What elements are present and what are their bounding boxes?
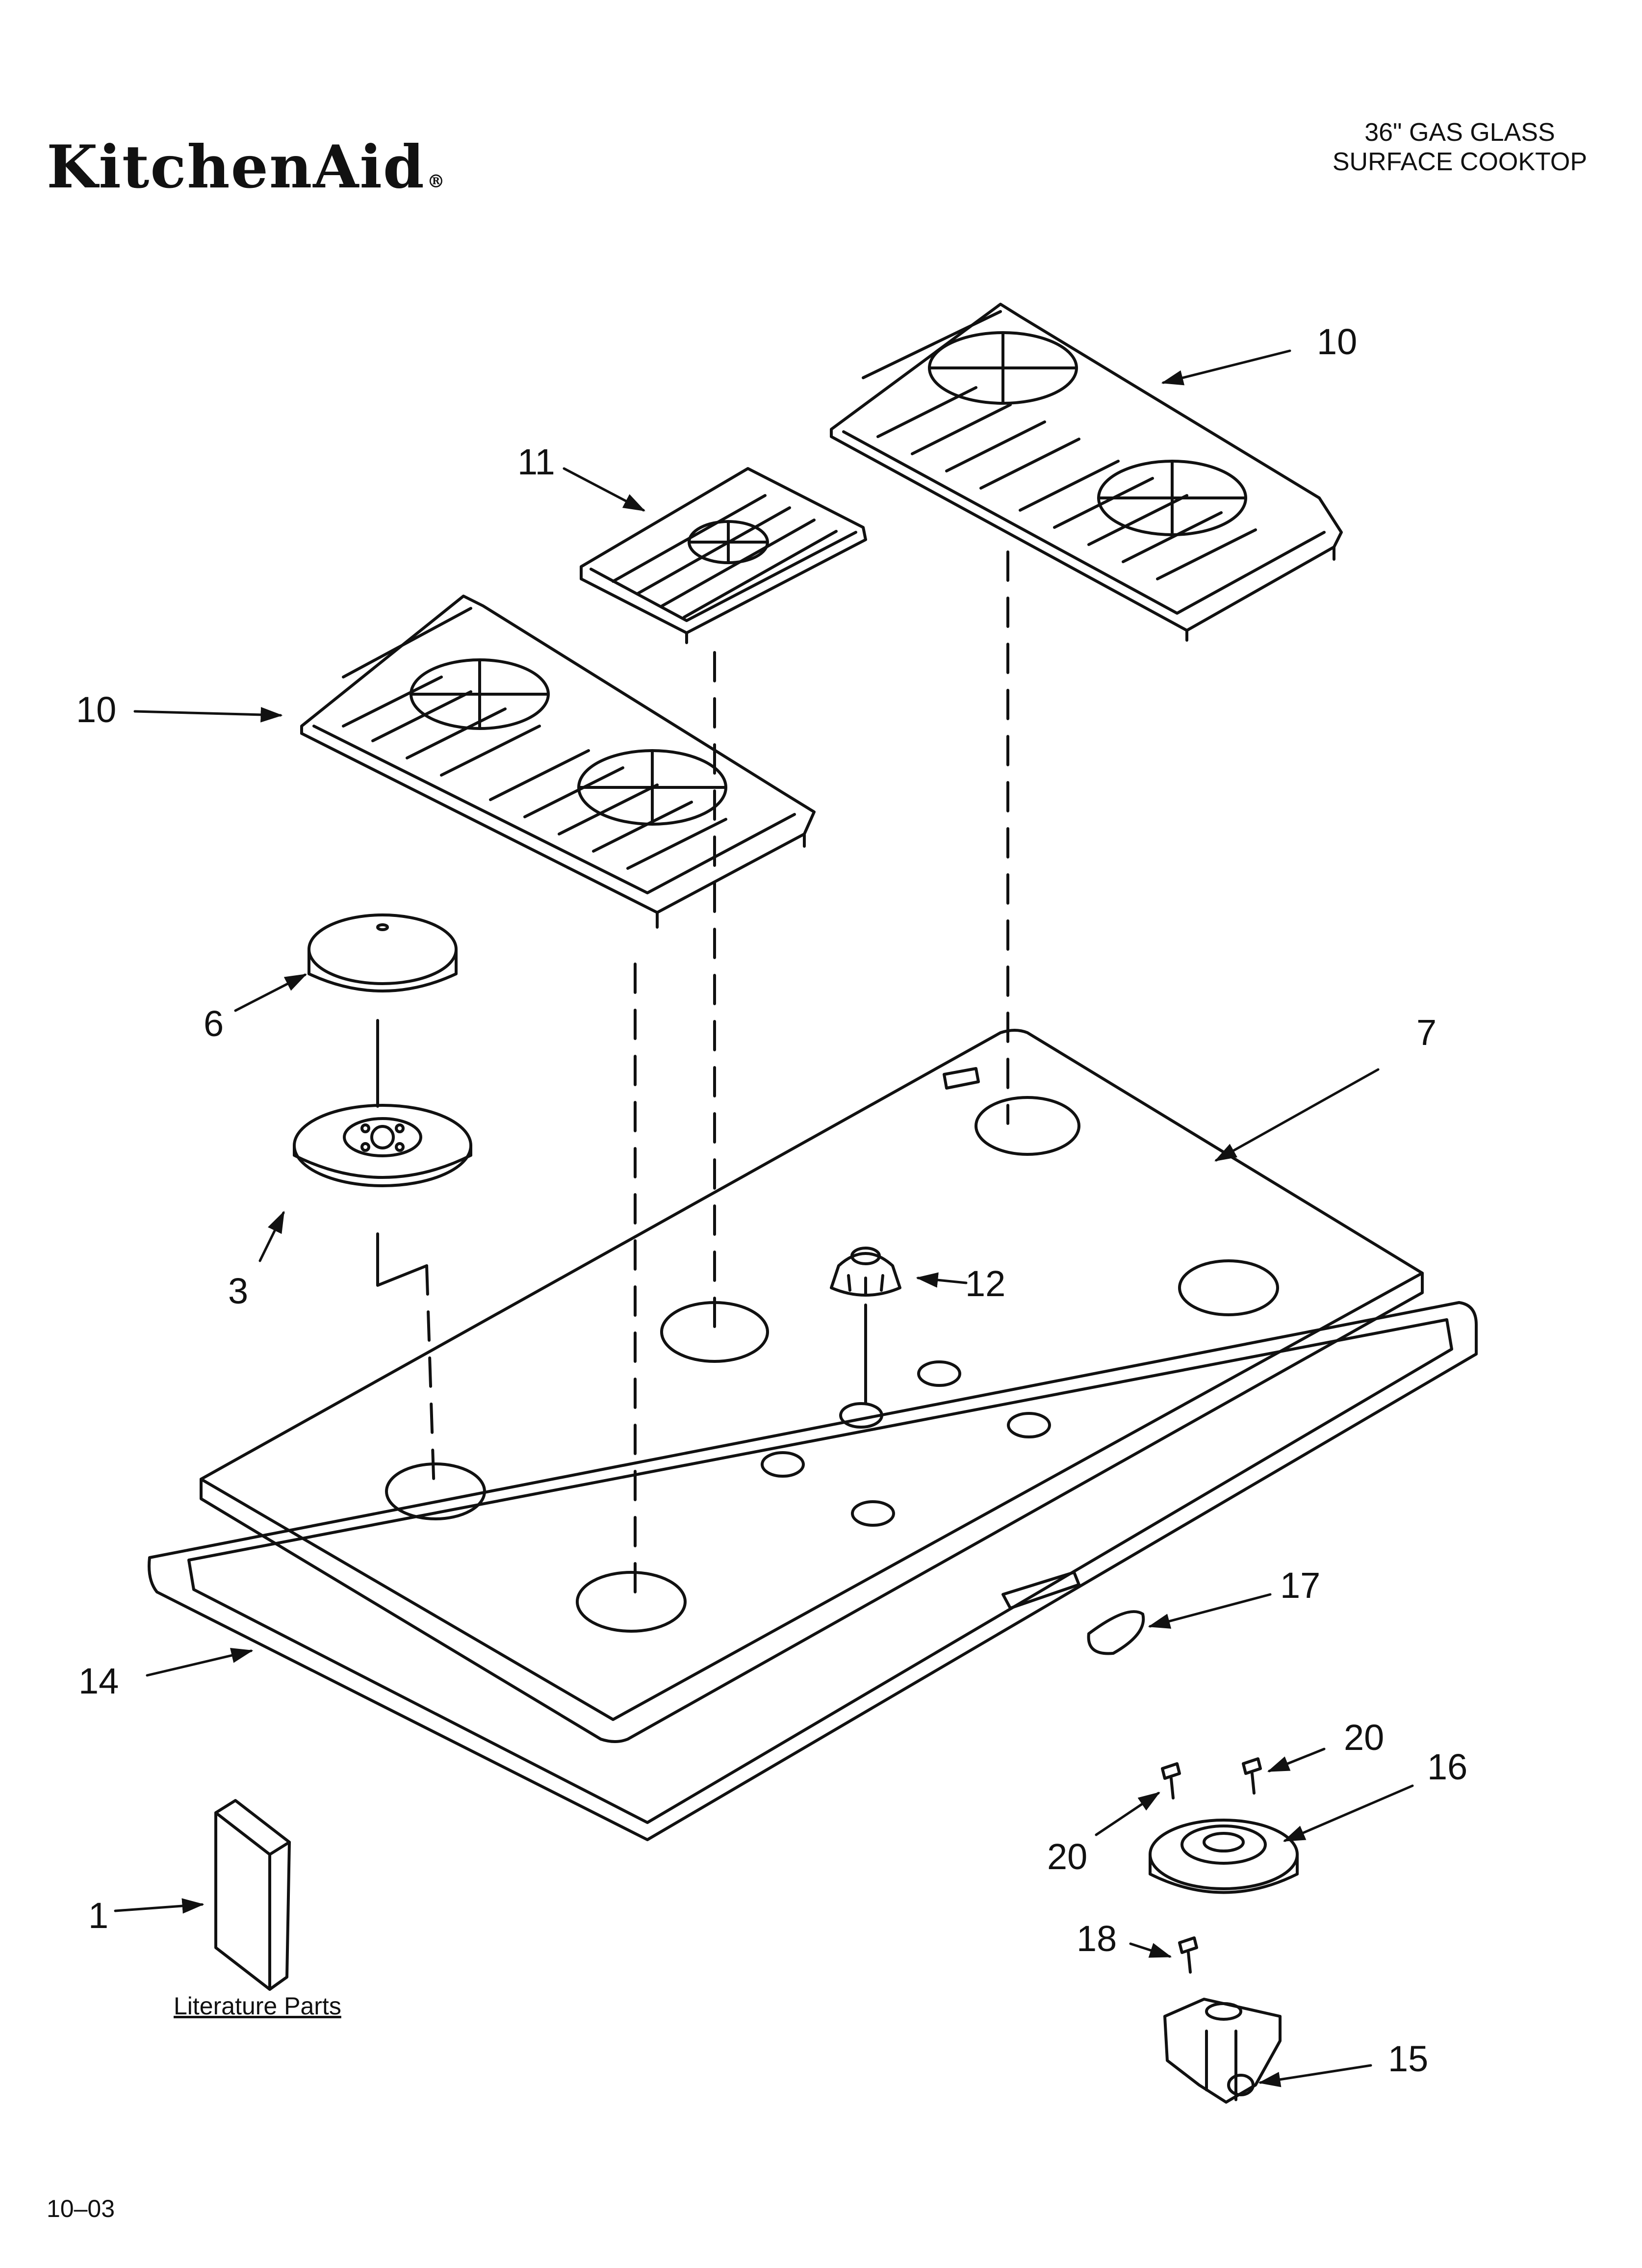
literature-booklet	[214, 1799, 291, 1991]
callout-7: 7	[1416, 1012, 1437, 1053]
callout-10-right: 10	[1317, 321, 1358, 362]
burner-base	[293, 1104, 472, 1187]
callout-17: 17	[1280, 1565, 1321, 1606]
callout-15: 15	[1388, 2038, 1429, 2079]
grate-left	[300, 595, 816, 929]
burner-openings	[385, 1096, 1279, 1633]
control-knob	[830, 1247, 901, 1297]
screws	[1161, 1757, 1262, 1974]
callout-14: 14	[78, 1661, 119, 1701]
title-line-1: 36" GAS GLASS	[1364, 118, 1555, 147]
cap-leader-lines	[376, 1019, 867, 1405]
badge	[1087, 1610, 1145, 1655]
callout-18: 18	[1077, 1918, 1117, 1959]
glass-cooktop	[200, 1029, 1424, 1743]
burner-cap	[308, 913, 458, 992]
callout-11: 11	[517, 442, 555, 482]
trim-frame	[148, 1301, 1478, 1841]
orifice-holder	[1163, 1998, 1282, 2104]
callout-3: 3	[228, 1271, 249, 1311]
grate-center	[580, 467, 867, 644]
callout-1: 1	[88, 1895, 109, 1936]
callout-12: 12	[965, 1263, 1006, 1304]
callout-20-top: 20	[1344, 1717, 1385, 1758]
callout-arrows	[114, 349, 1414, 2087]
simmer-burner	[1149, 1819, 1299, 1894]
grate-right	[830, 303, 1343, 642]
date-code: 10–03	[47, 2195, 115, 2222]
title-line-2: SURFACE COOKTOP	[1332, 148, 1587, 176]
diagram-title: 36" GAS GLASS SURFACE COOKTOP	[1333, 118, 1587, 177]
brand-logo: KitchenAid®	[47, 132, 446, 202]
callout-6: 6	[204, 1003, 224, 1044]
alignment-lines	[425, 550, 1009, 1603]
callout-16: 16	[1427, 1747, 1468, 1787]
callout-10-left: 10	[76, 689, 117, 730]
literature-parts-label: Literature Parts	[174, 1992, 341, 2020]
callout-20-left: 20	[1047, 1836, 1088, 1877]
